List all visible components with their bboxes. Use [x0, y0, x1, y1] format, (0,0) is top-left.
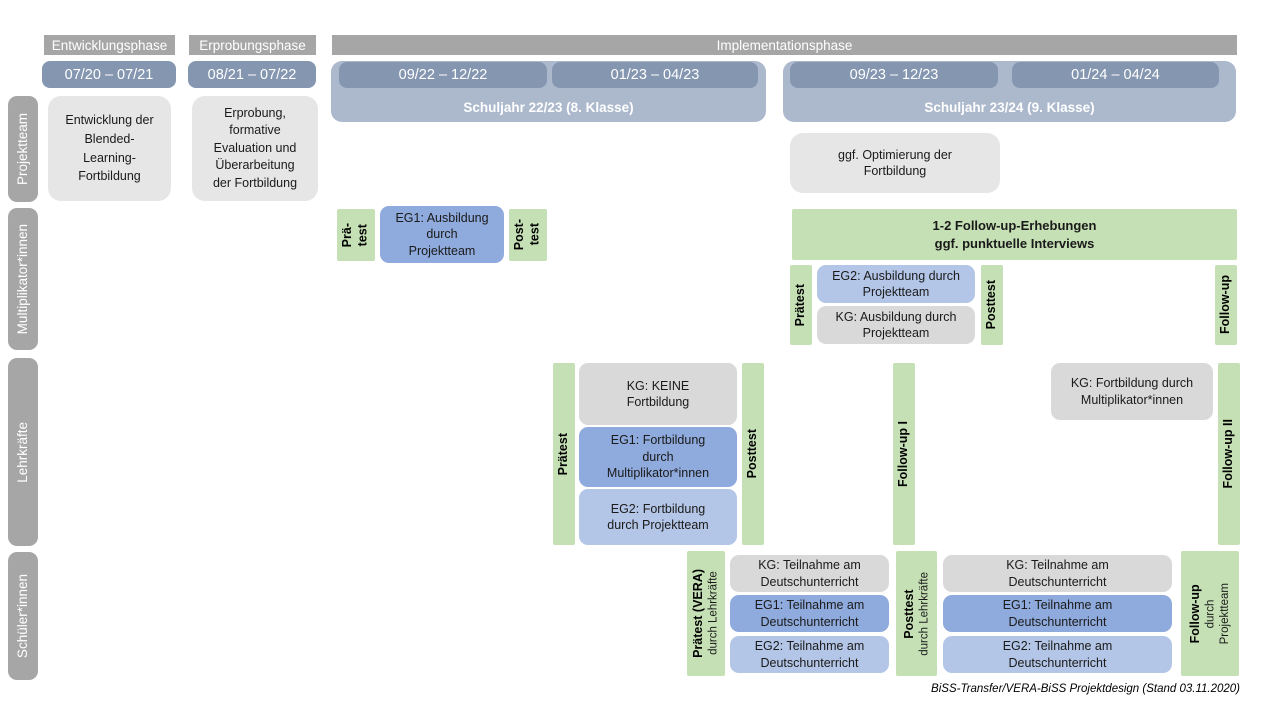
bar-praetest-multiplikator-2-text: Prätest	[793, 283, 808, 327]
box-kg-ausbildung-projektteam: KG: Ausbildung durch Projektteam	[817, 306, 975, 344]
row-label-lehrkraefte-text: Lehrkräfte	[14, 421, 30, 483]
box-kg-fortbildung-multiplikator-text: KG: Fortbildung durch Multiplikator*inne…	[1070, 376, 1194, 407]
box-ggf-optimierung: ggf. Optimierung der Fortbildung	[790, 133, 1000, 193]
box-eg1-teilnahme-2: EG1: Teilnahme am Deutschunterricht	[943, 595, 1172, 632]
box-eg2-fortbildung-projektteam: EG2: Fortbildung durch Projektteam	[579, 489, 737, 545]
diagram-caption: BiSS-Transfer/VERA-BiSS Projektdesign (S…	[931, 683, 1240, 695]
box-eg2-teilnahme-2-text: EG2: Teilnahme am Deutschunterricht	[1002, 639, 1113, 670]
bar-followup-1-text: Follow-up I	[896, 421, 911, 487]
phase-header-implementationsphase: Implementationsphase	[332, 35, 1237, 55]
box-ggf-optimierung-text: ggf. Optimierung der Fortbildung	[838, 147, 952, 179]
box-erprobung-evaluation: Erprobung, formative Evaluation und Über…	[192, 96, 318, 201]
row-label-lehrkraefte: Lehrkräfte	[8, 358, 38, 546]
row-label-projektteam: Projektteam	[8, 96, 38, 202]
bar-praetest-lehrkraefte-text: Prätest	[556, 432, 571, 476]
box-eg1-ausbildung-text: EG1: Ausbildung durch Projektteam	[395, 210, 489, 258]
row-label-schuelerinnen-text: Schüler*innen	[14, 573, 30, 659]
bar-followup-multiplikator-text: Follow-up	[1218, 275, 1233, 335]
bar-posttest-lehrkraefte: Posttest	[742, 363, 764, 545]
date-range-0720-0721: 07/20 – 07/21	[42, 61, 176, 88]
box-kg-teilnahme-1: KG: Teilnahme am Deutschunterricht	[730, 555, 889, 592]
box-kg-teilnahme-1-text: KG: Teilnahme am Deutschunterricht	[758, 558, 861, 589]
schoolyear-label-22-23: Schuljahr 22/23 (8. Klasse)	[463, 100, 634, 115]
box-eg2-teilnahme-1-text: EG2: Teilnahme am Deutschunterricht	[754, 639, 865, 670]
box-eg1-teilnahme-2-text: EG1: Teilnahme am Deutschunterricht	[1002, 598, 1113, 629]
box-eg2-ausbildung-projektteam: EG2: Ausbildung durch Projektteam	[817, 265, 975, 303]
date-range-0821-0722: 08/21 – 07/22	[188, 61, 316, 88]
row-label-schuelerinnen: Schüler*innen	[8, 552, 38, 680]
box-eg1-fortbildung-text: EG1: Fortbildung durch Multiplikator*inn…	[606, 433, 710, 481]
row-label-multiplikatorinnen-text: Multiplikator*innen	[14, 223, 30, 335]
bar-posttest-lehrkraefte-text: Posttest	[745, 429, 760, 479]
box-entwicklung-blended-learning: Entwicklung der Blended- Learning- Fortb…	[48, 96, 171, 201]
bar-followup-multiplikator: Follow-up	[1215, 265, 1237, 345]
bar-praetest-multiplikator-text: Prä- test	[340, 222, 370, 248]
bar-followup-schueler-main-text: Follow-up	[1187, 583, 1202, 643]
bar-followup-2-text: Follow-up II	[1221, 419, 1236, 489]
bar-followup-schueler-sub2-text: Projektteam	[1218, 582, 1231, 645]
bar-posttest-multiplikator-2-text: Posttest	[984, 280, 999, 330]
bar-posttest-schueler-sub-text: durch Lehrkräfte	[918, 571, 931, 656]
row-label-projektteam-text: Projektteam	[14, 112, 30, 186]
bar-praetest-lehrkraefte: Prätest	[553, 363, 575, 545]
date-range-0922-1222: 09/22 – 12/22	[339, 62, 547, 88]
box-kg-keine-fortbildung: KG: KEINE Fortbildung	[579, 363, 737, 425]
date-range-0923-1223: 09/23 – 12/23	[790, 62, 998, 88]
schoolyear-label-23-24: Schuljahr 23/24 (9. Klasse)	[924, 100, 1095, 115]
bar-followup-schueler: Follow-up durch Projektteam	[1181, 551, 1239, 676]
bar-praetest-multiplikator-2: Prätest	[790, 265, 812, 345]
box-eg1-teilnahme-1: EG1: Teilnahme am Deutschunterricht	[730, 595, 889, 632]
bar-posttest-multiplikator: Post- test	[509, 209, 547, 261]
row-label-multiplikatorinnen: Multiplikator*innen	[8, 208, 38, 350]
box-kg-ausbildung-text: KG: Ausbildung durch Projektteam	[835, 309, 957, 341]
bar-followup-1-lehrkraefte: Follow-up I	[893, 363, 915, 545]
box-eg2-ausbildung-text: EG2: Ausbildung durch Projektteam	[832, 268, 960, 300]
box-eg1-ausbildung-projektteam: EG1: Ausbildung durch Projektteam	[380, 206, 504, 263]
box-eg2-fortbildung-text: EG2: Fortbildung durch Projektteam	[607, 501, 709, 533]
date-range-0123-0423: 01/23 – 04/23	[552, 62, 758, 88]
box-entwicklung-text: Entwicklung der Blended- Learning- Fortb…	[65, 113, 154, 184]
bar-posttest-schueler: Posttest durch Lehrkräfte	[896, 551, 937, 676]
bar-praetest-vera-schueler: Prätest (VERA) durch Lehrkräfte	[687, 551, 725, 676]
bar-posttest-multiplikator-2: Posttest	[981, 265, 1003, 345]
box-eg2-teilnahme-2: EG2: Teilnahme am Deutschunterricht	[943, 636, 1172, 673]
box-erprobung-text: Erprobung, formative Evaluation und Über…	[212, 105, 298, 190]
bar-followup-2-lehrkraefte: Follow-up II	[1218, 363, 1240, 545]
box-eg1-teilnahme-1-text: EG1: Teilnahme am Deutschunterricht	[754, 598, 865, 629]
box-kg-keine-fortbildung-text: KG: KEINE Fortbildung	[626, 378, 690, 410]
bar-followup-schueler-sub1-text: durch	[1204, 599, 1217, 628]
bar-praetest-vera-main-text: Prätest (VERA)	[691, 569, 705, 658]
bar-praetest-vera-sub-text: durch Lehrkräfte	[707, 571, 720, 656]
box-followup-erhebungen-text: 1-2 Follow-up-Erhebungen ggf. punktuelle…	[932, 218, 1097, 251]
box-kg-fortbildung-multiplikator: KG: Fortbildung durch Multiplikator*inne…	[1051, 363, 1213, 420]
bar-praetest-multiplikator: Prä- test	[337, 209, 375, 261]
box-followup-erhebungen: 1-2 Follow-up-Erhebungen ggf. punktuelle…	[792, 209, 1237, 260]
box-eg2-teilnahme-1: EG2: Teilnahme am Deutschunterricht	[730, 636, 889, 673]
box-kg-teilnahme-2: KG: Teilnahme am Deutschunterricht	[943, 555, 1172, 592]
phase-header-entwicklungsphase: Entwicklungsphase	[44, 35, 175, 55]
bar-posttest-schueler-main-text: Posttest	[901, 588, 916, 639]
box-kg-teilnahme-2-text: KG: Teilnahme am Deutschunterricht	[1006, 558, 1109, 589]
date-range-0124-0424: 01/24 – 04/24	[1012, 62, 1219, 88]
box-eg1-fortbildung-multiplikator: EG1: Fortbildung durch Multiplikator*inn…	[579, 427, 737, 487]
phase-header-erprobungsphase: Erprobungsphase	[189, 35, 316, 55]
bar-posttest-multiplikator-text: Post- test	[512, 219, 542, 251]
